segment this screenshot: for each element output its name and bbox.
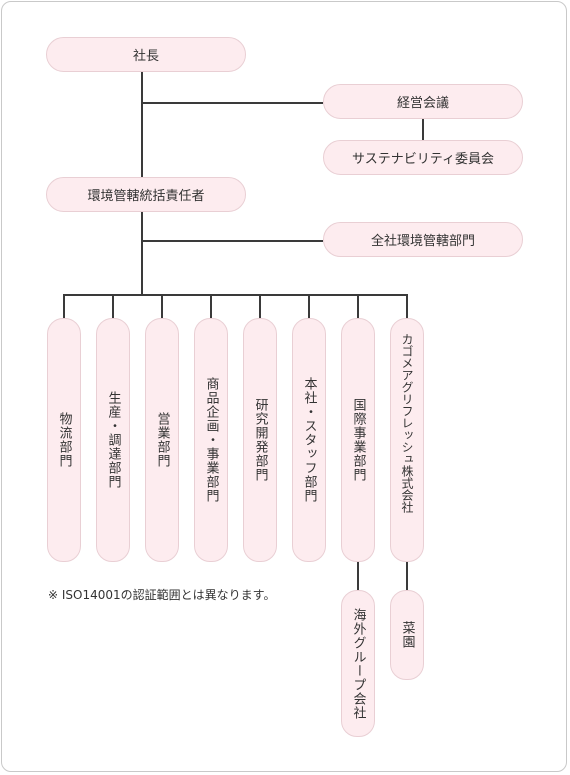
department-label: 営業部門	[154, 412, 170, 468]
connector-line	[141, 102, 323, 104]
sustainability-committee-box: サステナビリティ委員会	[323, 140, 523, 175]
connector-line	[406, 562, 408, 590]
department-box: 物流部門	[47, 318, 81, 562]
department-box: 研究開発部門	[243, 318, 277, 562]
env-manager-label: 環境管轄統括責任者	[87, 189, 205, 204]
department-box: 営業部門	[145, 318, 179, 562]
management-council-box: 経営会議	[323, 84, 523, 119]
vegetable-garden-box: 菜園	[390, 590, 424, 680]
department-label: 研究開発部門	[252, 398, 268, 482]
connector-line	[210, 294, 212, 318]
overseas-group-box: 海外グループ会社	[341, 590, 375, 737]
connector-line	[161, 294, 163, 318]
overseas-group-label: 海外グループ会社	[350, 607, 366, 720]
connector-line	[141, 211, 143, 294]
connector-line	[112, 294, 114, 318]
department-label: 国際事業部門	[350, 398, 366, 482]
env-manager-box: 環境管轄統括責任者	[46, 177, 246, 212]
department-box: カゴメアグリフレッシュ株式会社	[390, 318, 424, 562]
footnote: ※ ISO14001の認証範囲とは異なります。	[48, 588, 276, 602]
vegetable-garden-label: 菜園	[399, 621, 415, 649]
connector-line	[259, 294, 261, 318]
department-label: カゴメアグリフレッシュ株式会社	[400, 333, 414, 513]
env-department-label: 全社環境管轄部門	[370, 234, 475, 249]
connector-line	[422, 119, 424, 140]
connector-line	[141, 72, 143, 179]
management-council-label: 経営会議	[396, 96, 449, 111]
env-department-box: 全社環境管轄部門	[323, 222, 523, 257]
department-box: 国際事業部門	[341, 318, 375, 562]
connector-line	[357, 294, 359, 318]
connector-line	[141, 240, 323, 242]
department-box: 生産・調達部門	[96, 318, 130, 562]
president-label: 社長	[132, 49, 159, 64]
connector-line	[406, 294, 408, 318]
connector-line	[357, 562, 359, 590]
department-label: 物流部門	[56, 412, 72, 468]
department-box: 本社・スタッフ部門	[292, 318, 326, 562]
department-label: 商品企画・事業部門	[203, 377, 219, 503]
connector-line	[63, 294, 65, 318]
department-label: 本社・スタッフ部門	[301, 377, 317, 503]
connector-line	[308, 294, 310, 318]
connector-line	[63, 294, 407, 296]
department-label: 生産・調達部門	[105, 391, 121, 489]
sustainability-committee-label: サステナビリティ委員会	[352, 152, 494, 167]
president-box: 社長	[46, 37, 246, 72]
department-box: 商品企画・事業部門	[194, 318, 228, 562]
